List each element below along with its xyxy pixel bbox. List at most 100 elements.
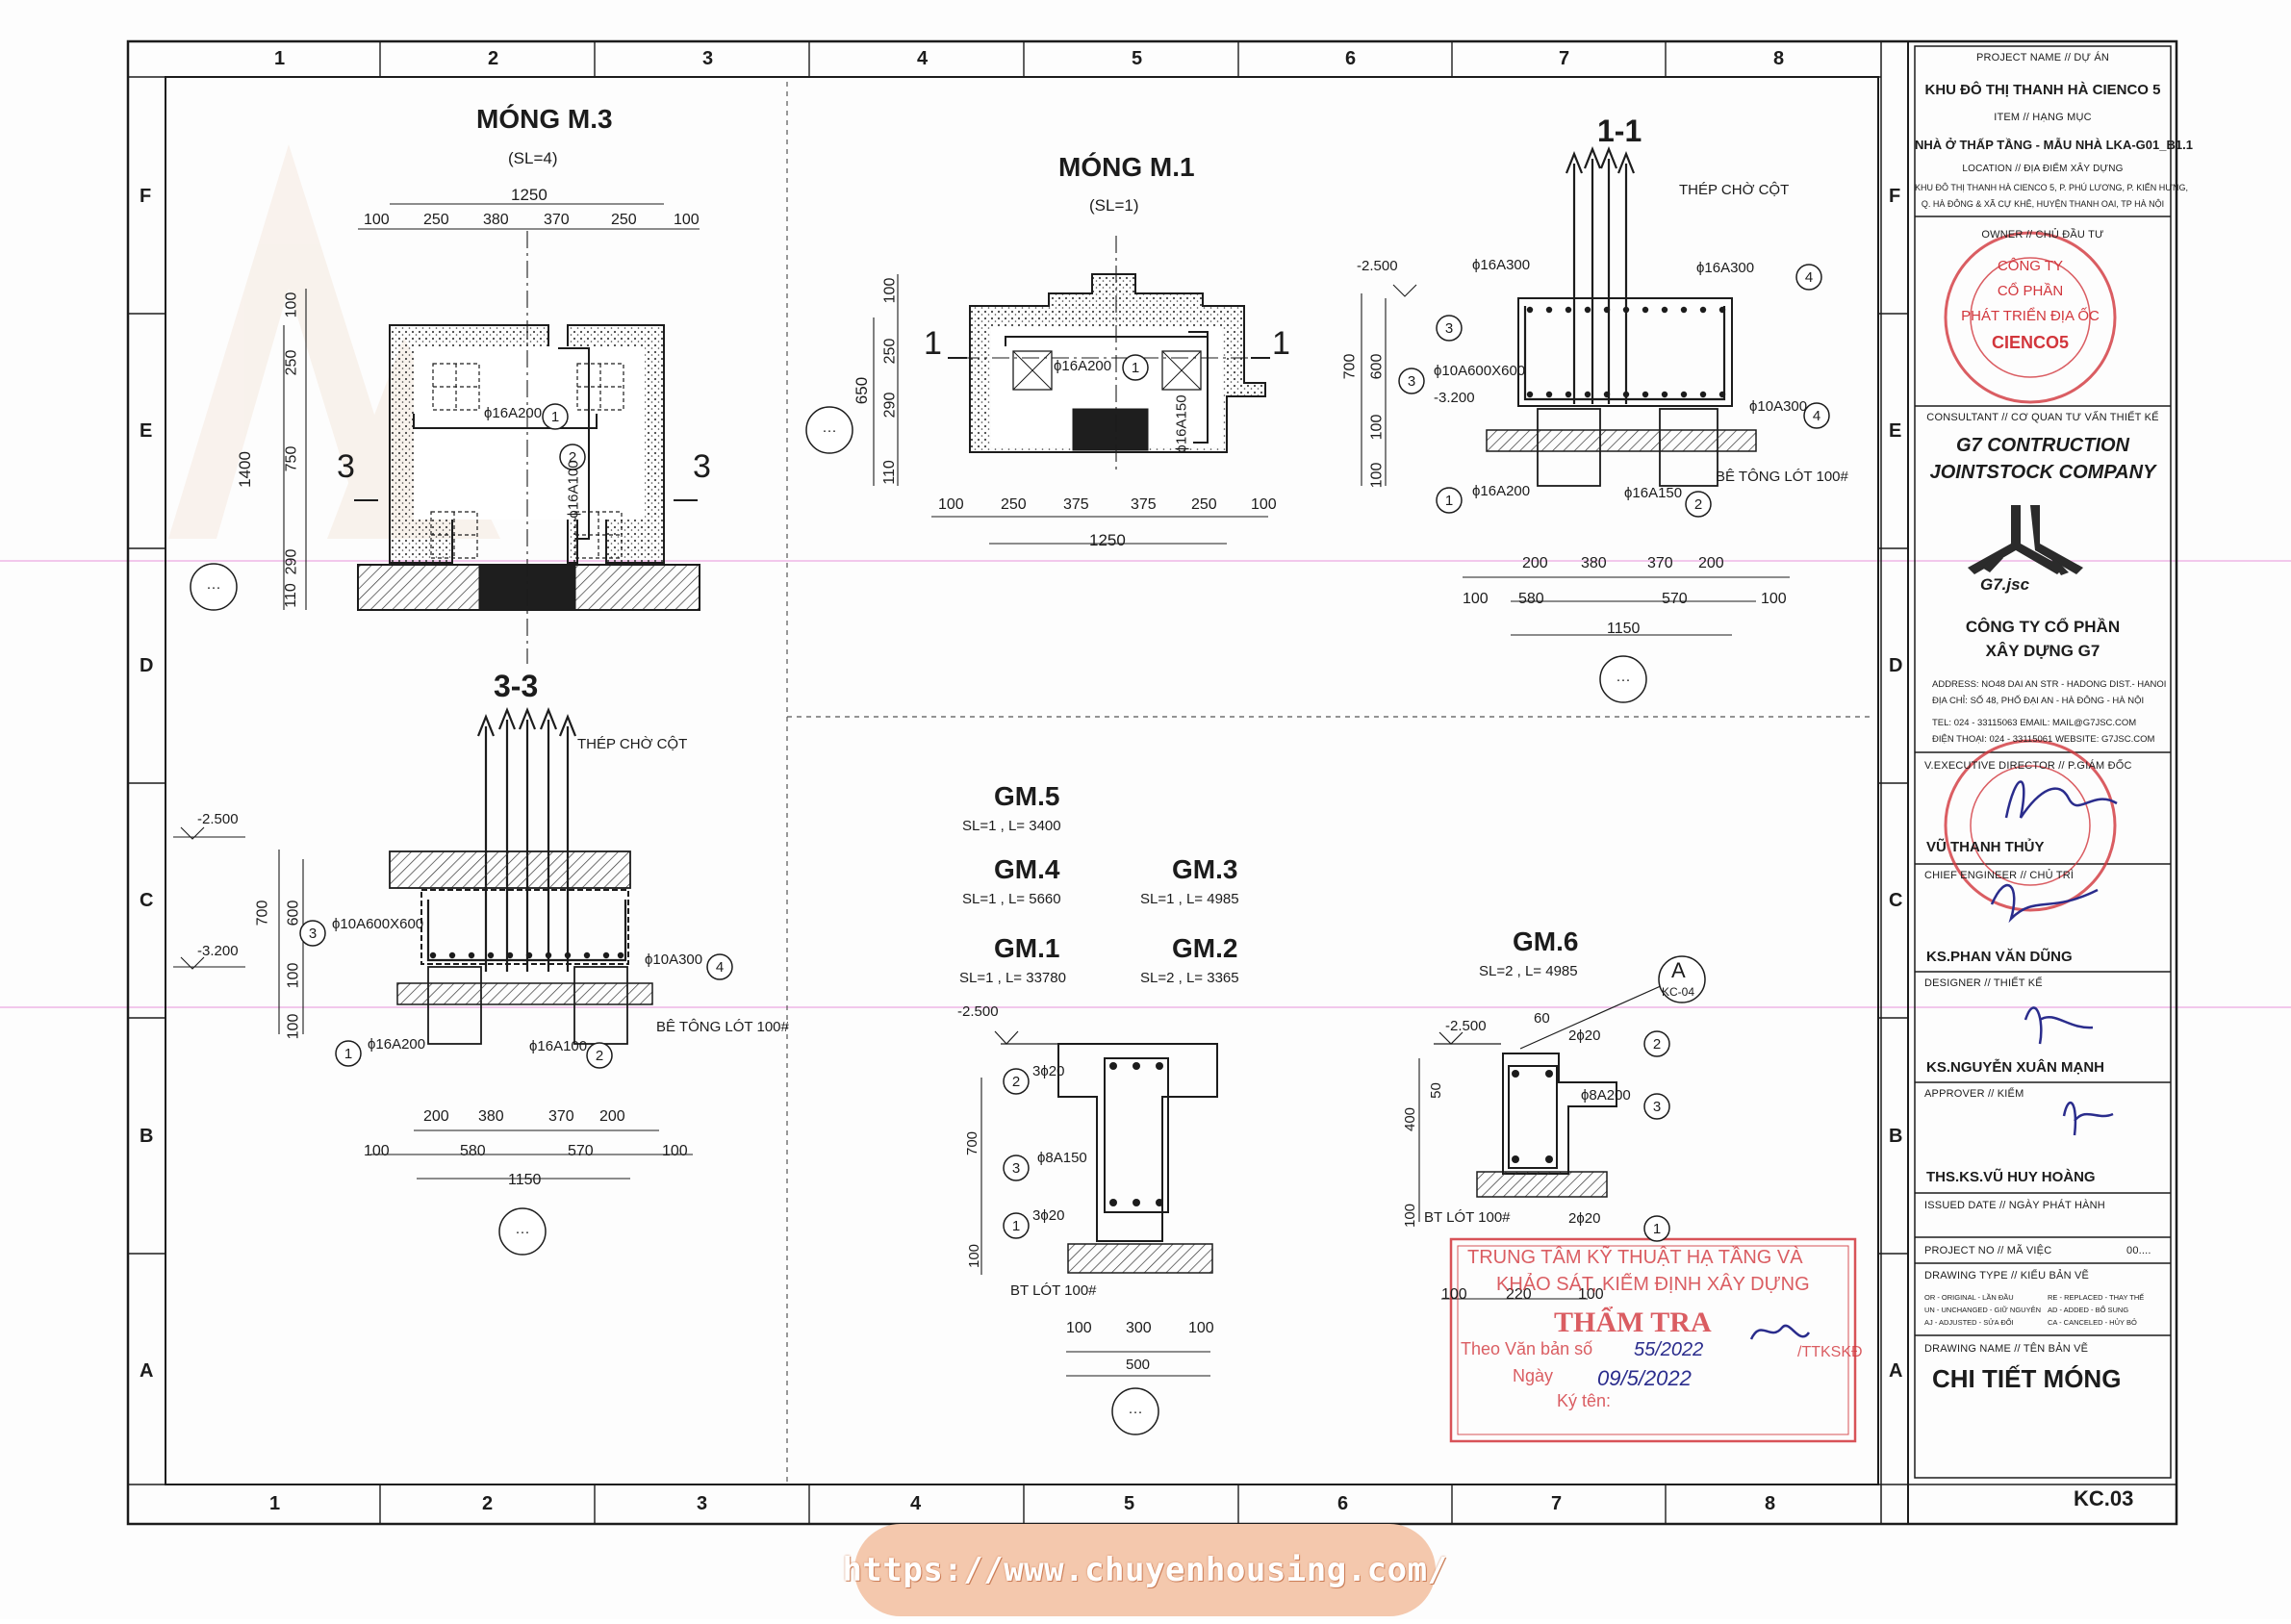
gm5-name: GM.5: [994, 781, 1060, 811]
sec11-rebar-4b: ϕ10A300: [1749, 398, 1808, 415]
gm6-dim-bottom-1: 220: [1506, 1286, 1532, 1303]
mong-m3-dimlines: [283, 203, 700, 610]
tb-director-name: VŨ THANH THỦY: [1926, 839, 2045, 855]
section-3-3: [389, 707, 653, 1045]
m3-dim-top-1: 250: [423, 212, 449, 228]
m3-dim-left-2: 750: [283, 445, 300, 472]
grid-row-left-F: F: [140, 186, 152, 207]
sec11-rebar-3a: ϕ16A300: [1472, 257, 1531, 273]
sec33-dim-row1-2: 370: [548, 1108, 574, 1125]
sec11-level-1: -2.500: [1357, 258, 1398, 274]
sec11-mark-3b: [1398, 368, 1425, 394]
sec11-dim-row2-0: 100: [1463, 591, 1489, 607]
m3-section-left: 3: [337, 448, 355, 485]
gm5-spec: SL=1 , L= 3400: [962, 818, 1061, 834]
m1-dim-bottom-3: 375: [1131, 496, 1157, 513]
gm6-dim-60: 60: [1534, 1010, 1550, 1027]
view-bubble-1-label: ···: [823, 422, 837, 439]
m1-dim-total: 1250: [1089, 531, 1126, 549]
view-bubble-3: [498, 1207, 547, 1256]
website-link-text[interactable]: https://www.chuyenhousing.com/: [842, 1551, 1448, 1589]
sec11-dim-left-2: 100: [1368, 414, 1386, 441]
grid-row-right-C: C: [1889, 890, 1903, 911]
sec11-mark-3a: [1436, 315, 1463, 342]
view-bubble-3-label: ···: [516, 1224, 530, 1240]
sec11-dim-row1-3: 200: [1698, 555, 1724, 571]
m3-dim-top-2: 380: [483, 212, 509, 228]
tb-projno-label: PROJECT NO // MÃ VIỆC: [1924, 1245, 2052, 1256]
grid-col-top-8: 8: [1773, 48, 1785, 69]
tb-item-label: ITEM // HẠNG MỤC: [1994, 112, 2092, 123]
m1-title: MÓNG M.1: [1058, 152, 1195, 182]
gm-stirrup: ϕ8A150: [1037, 1150, 1087, 1166]
grid-col-top-1: 1: [274, 48, 286, 69]
m1-dim-left-2: 290: [881, 392, 899, 419]
tb-consultant-vn-1: CÔNG TY CỔ PHẦN: [1965, 618, 2121, 636]
sec33-title: 3-3: [494, 669, 539, 703]
sec11-rebar-4a: ϕ16A300: [1696, 260, 1755, 276]
title-block-grid: [1914, 45, 2172, 1479]
mong-m3-plan: [354, 231, 700, 664]
m3-dim-height: 1400: [235, 451, 254, 488]
grid-row-left-C: C: [140, 890, 154, 911]
sec11-mark-3b-label: 3: [1408, 373, 1415, 390]
gm6-lean: BT LÓT 100#: [1424, 1209, 1511, 1226]
sec11-dim-left-1: 600: [1368, 353, 1386, 380]
tb-location-2: Q. HÀ ĐÔNG & XÃ CỰ KHÊ, HUYỆN THANH OAI,…: [1921, 199, 2165, 209]
mong-m1-dimlines: [873, 274, 1268, 545]
sec33-rebar-1: ϕ16A200: [368, 1036, 426, 1053]
owner-seal-line-0: CÔNG TY: [1997, 258, 2064, 274]
m3-dim-top-0: 100: [364, 212, 390, 228]
sec33-lean: BÊ TÔNG LÓT 100#: [656, 1019, 789, 1035]
sec11-dim-left-0: 700: [1341, 353, 1359, 380]
m1-qty: (SL=1): [1089, 196, 1139, 215]
grid-col-top-6: 6: [1345, 48, 1357, 69]
website-link-banner[interactable]: https://www.chuyenhousing.com/: [842, 1524, 1447, 1616]
sec33-dim-row2-0: 100: [364, 1143, 390, 1159]
gm-dim-bottom-1: 300: [1126, 1320, 1152, 1336]
sec33-dim-left-0: 700: [254, 900, 271, 926]
sec33-dim-total: 1150: [508, 1172, 542, 1188]
sec11-lean: BÊ TÔNG LÓT 100#: [1716, 469, 1848, 485]
sec11-mark-4a: [1795, 264, 1822, 291]
sec33-level-1: -2.500: [197, 811, 239, 827]
m1-dim-bottom-1: 250: [1001, 496, 1027, 513]
sec11-dim-row2-1: 580: [1518, 591, 1544, 607]
sec33-dim-row2-1: 580: [460, 1143, 486, 1159]
grid-row-right-F: F: [1889, 186, 1901, 207]
sec11-dim-total: 1150: [1607, 621, 1641, 637]
gm-top-bar: 3ϕ20: [1032, 1063, 1065, 1079]
gm-dim-bottom-2: 100: [1188, 1320, 1214, 1336]
gm-mark-2-label: 2: [1012, 1074, 1020, 1090]
grid-col-top-4: 4: [917, 48, 929, 69]
stamp-ref-tail: /TTKSKĐ: [1797, 1344, 1863, 1360]
m3-section-right: 3: [693, 448, 711, 485]
tb-designer-name: KS.NGUYỄN XUÂN MẠNH: [1926, 1059, 2105, 1076]
tb-chief-label: CHIEF ENGINEER // CHỦ TRÌ: [1924, 870, 2075, 881]
m3-dim-left-3: 290: [283, 548, 300, 575]
grid-row-left-A: A: [140, 1360, 154, 1382]
gm3-spec: SL=1 , L= 4985: [1140, 891, 1239, 907]
m1-rebar-b: ϕ16A150: [1173, 394, 1190, 453]
gm6-dim-bottom-2: 100: [1578, 1286, 1604, 1303]
m1-dim-left-3: 110: [880, 460, 898, 485]
view-bubble-0: [190, 563, 238, 611]
gm2-spec: SL=2 , L= 3365: [1140, 970, 1239, 986]
gm-level: -2.500: [957, 1003, 999, 1020]
g7-logo-icon: [1968, 505, 2083, 575]
m1-mark-1-label: 1: [1132, 360, 1139, 376]
sec11-dim-row2-3: 100: [1761, 591, 1787, 607]
gm-lean: BT LÓT 100#: [1010, 1282, 1097, 1299]
sec11-mark-3a-label: 3: [1445, 320, 1453, 337]
m3-dim-top-5: 100: [674, 212, 700, 228]
tb-logo-text: G7.jsc: [1980, 575, 2030, 594]
m3-mark-2: [559, 444, 586, 470]
grid-row-right-D: D: [1889, 655, 1903, 676]
tb-approver-label: APPROVER // KIỂM: [1924, 1088, 2024, 1100]
m3-dim-left-0: 100: [283, 292, 300, 318]
sec33-mark-2-label: 2: [596, 1048, 603, 1064]
m1-dim-bottom-2: 375: [1063, 496, 1089, 513]
tb-projno-val: 00....: [2126, 1245, 2151, 1256]
gm6-bot-bar: 2ϕ20: [1568, 1210, 1601, 1227]
